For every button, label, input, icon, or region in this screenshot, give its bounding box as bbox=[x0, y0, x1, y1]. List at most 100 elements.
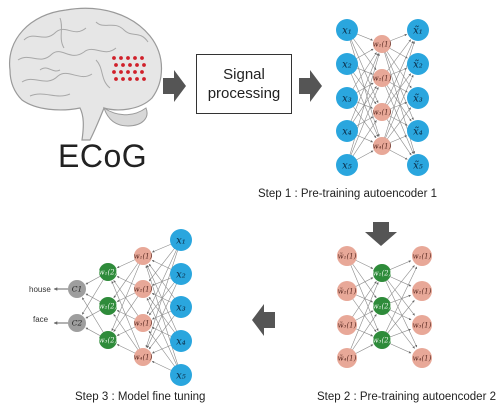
ae1-hidden-node-4: w₄(1) bbox=[373, 137, 392, 155]
ae2-hidden-node-3-circle bbox=[373, 331, 391, 349]
ae2-input-node-3: w̃₃(1) bbox=[337, 315, 357, 335]
ft-hidden2-node-2-label: w₂(2) bbox=[99, 302, 118, 310]
network-nodes: x₁x₂x₃x₄x₅w₁(1)w₂(1)w₃(1)w₄(1)x̃₁x̃₂x̃₃x… bbox=[68, 19, 432, 386]
ae2-hidden-node-2-label: w₂(2) bbox=[373, 302, 392, 310]
connection-line bbox=[346, 53, 379, 132]
electrode-dot bbox=[121, 63, 125, 67]
ae1-output-node-5-label: x̃₅ bbox=[413, 161, 423, 172]
ft-hidden2-node-3: w₃(2) bbox=[99, 331, 118, 349]
electrode-dot bbox=[140, 70, 144, 74]
ae1-hidden-node-3-label: w₃(1) bbox=[373, 108, 392, 116]
electrode-dot bbox=[112, 56, 116, 60]
connection-line bbox=[146, 297, 182, 376]
electrode-dot bbox=[114, 63, 118, 67]
ae1-input-node-3-circle bbox=[336, 87, 358, 109]
connection-line bbox=[346, 53, 380, 166]
connection-line bbox=[146, 264, 182, 342]
signal-processing-line2: processing bbox=[207, 85, 281, 102]
ae2-hidden-node-3: w₃(2) bbox=[373, 331, 392, 349]
ft-hidden1-node-3: w₃(1) bbox=[134, 314, 153, 332]
ae1-input-node-3-label: x₃ bbox=[342, 94, 352, 105]
ft-classifier-node-2-label: C2 bbox=[72, 319, 83, 328]
ae1-output-node-1-circle bbox=[407, 19, 429, 41]
ae1-output-node-4: x̃₄ bbox=[407, 120, 429, 142]
ae2-output-node-2: w₂(1) bbox=[412, 281, 432, 301]
ecog-label: ECoG bbox=[58, 138, 148, 174]
electrode-dot bbox=[112, 70, 116, 74]
ae1-output-node-2-circle bbox=[407, 53, 429, 75]
ae1-input-node-2: x₂ bbox=[336, 53, 358, 75]
connection-line bbox=[145, 239, 182, 348]
ae1-input-node-3: x₃ bbox=[336, 87, 358, 109]
ft-input-node-1-circle bbox=[170, 229, 192, 251]
ae2-output-node-1-label: w₁(1) bbox=[413, 252, 432, 260]
ae2-output-node-1: w₁(1) bbox=[412, 246, 432, 266]
ae1-hidden-node-1-circle bbox=[373, 35, 391, 53]
connection-line bbox=[346, 87, 379, 166]
ft-input-node-2-label: x₂ bbox=[176, 270, 186, 281]
ae2-output-node-3-circle bbox=[412, 315, 432, 335]
ft-hidden1-node-1: w₁(1) bbox=[134, 247, 153, 265]
electrode-dot bbox=[121, 77, 125, 81]
ft-hidden1-node-4: w₄(1) bbox=[134, 348, 153, 366]
connection-line bbox=[145, 265, 182, 376]
arrow-right-2 bbox=[299, 70, 322, 102]
ft-classifier-node-2-circle bbox=[68, 314, 86, 332]
ft-hidden1-node-4-circle bbox=[134, 348, 152, 366]
ae2-output-node-3: w₃(1) bbox=[412, 315, 432, 335]
ae2-hidden-node-2-circle bbox=[373, 297, 391, 315]
ae1-input-node-4: x₄ bbox=[336, 120, 358, 142]
ae1-hidden-node-4-circle bbox=[373, 137, 391, 155]
electrode-dot bbox=[119, 70, 123, 74]
ae1-hidden-node-2: w₂(1) bbox=[373, 69, 392, 87]
connection-line bbox=[146, 239, 182, 315]
ae1-output-node-3-label: x̃₃ bbox=[413, 94, 423, 105]
ae1-input-node-2-label: x₂ bbox=[342, 60, 352, 71]
electrode-dot bbox=[126, 70, 130, 74]
ft-hidden1-node-2-label: w₂(1) bbox=[134, 285, 153, 293]
ft-hidden2-node-2-circle bbox=[99, 297, 117, 315]
ft-hidden1-node-3-label: w₃(1) bbox=[134, 319, 153, 327]
ae2-input-node-1: w̃₁(1) bbox=[337, 246, 357, 266]
ft-hidden1-node-2-circle bbox=[134, 280, 152, 298]
ae2-output-node-2-label: w₂(1) bbox=[413, 287, 432, 295]
ae2-input-node-2-circle bbox=[337, 281, 357, 301]
ae2-output-node-1-circle bbox=[412, 246, 432, 266]
ft-input-node-2-circle bbox=[170, 263, 192, 285]
ae1-input-node-2-circle bbox=[336, 53, 358, 75]
ae2-output-node-4: w₄(1) bbox=[412, 348, 432, 368]
ae1-input-node-5-label: x₅ bbox=[342, 161, 352, 172]
connection-line bbox=[111, 281, 144, 358]
ae2-hidden-node-3-label: w₃(2) bbox=[373, 336, 392, 344]
ft-hidden1-node-2: w₂(1) bbox=[134, 280, 153, 298]
ae1-output-node-5-circle bbox=[407, 154, 429, 176]
ae1-input-node-4-label: x₄ bbox=[342, 127, 352, 138]
connection-line bbox=[346, 63, 379, 137]
ae1-output-node-5: x̃₅ bbox=[407, 154, 429, 176]
ae1-output-node-2-label: x̃₂ bbox=[413, 60, 423, 71]
ft-input-node-2: x₂ bbox=[170, 263, 192, 285]
ft-input-node-5-label: x₅ bbox=[176, 371, 186, 382]
ft-classifier-node-1-label: C1 bbox=[72, 285, 83, 294]
arrow-left bbox=[252, 304, 275, 336]
signal-processing-box: Signal processing bbox=[196, 54, 292, 114]
ae1-output-node-1-label: x̃₁ bbox=[413, 26, 423, 37]
ae1-hidden-node-3-circle bbox=[373, 103, 391, 121]
ft-classifier-node-1: C1 bbox=[68, 280, 86, 298]
ae2-input-node-2-label: w̃₂(1) bbox=[338, 286, 357, 295]
ae2-input-node-4-circle bbox=[337, 348, 357, 368]
step3-caption: Step 3 : Model fine tuning bbox=[75, 391, 206, 403]
ft-hidden1-node-4-label: w₄(1) bbox=[134, 353, 153, 361]
ae1-output-node-4-label: x̃₄ bbox=[413, 127, 423, 138]
electrode-dot bbox=[128, 63, 132, 67]
connection-line bbox=[346, 29, 380, 137]
output-label-house: house bbox=[29, 285, 51, 294]
connection-line bbox=[346, 282, 379, 359]
ft-input-node-4-label: x₄ bbox=[176, 337, 186, 348]
ae1-input-node-5: x₅ bbox=[336, 154, 358, 176]
ft-classifier-node-1-circle bbox=[68, 280, 86, 298]
ae2-input-node-1-label: w̃₁(1) bbox=[338, 251, 357, 260]
signal-processing-line1: Signal bbox=[223, 66, 265, 83]
ae1-output-node-4-circle bbox=[407, 120, 429, 142]
connection-line bbox=[346, 29, 379, 103]
